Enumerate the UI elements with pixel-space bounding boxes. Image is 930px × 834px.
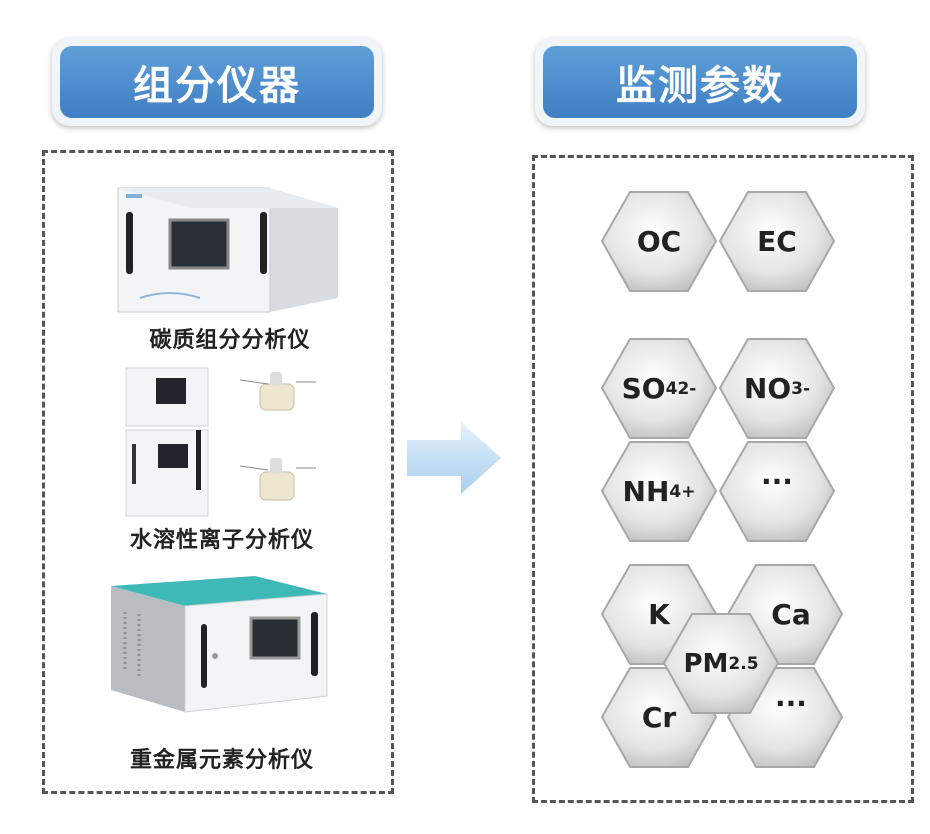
hex-ellipsis-1 [718, 441, 836, 542]
hex-ec [718, 191, 836, 292]
param-k: K [648, 598, 670, 631]
metal-analyzer-caption: 重金属元素分析仪 [129, 748, 314, 773]
left-header: 组分仪器 [52, 38, 382, 126]
carbon-analyzer-caption: 碳质组分分析仪 [149, 328, 311, 353]
hex-oc [600, 191, 718, 292]
right-arrow-icon [407, 422, 501, 494]
carbon-analyzer-image [117, 187, 338, 313]
instruments-panel [42, 150, 394, 794]
hex-no3 [718, 338, 836, 439]
right-header: 监测参数 [535, 38, 865, 126]
param-ca: Ca [771, 598, 811, 631]
parameters-panel [532, 155, 914, 803]
metal-analyzer-image [111, 576, 328, 713]
param-ec: EC [757, 225, 797, 258]
param-oc: OC [636, 225, 682, 258]
left-header-title: 组分仪器 [60, 46, 374, 118]
ion-analyzer-caption: 水溶性离子分析仪 [129, 528, 314, 553]
param-ellipsis-1: ··· [761, 465, 793, 498]
param-ellipsis-2: ··· [775, 687, 807, 720]
hex-so4 [600, 338, 718, 439]
ion-analyzer-image [125, 367, 316, 517]
hex-pm25 [662, 613, 780, 714]
right-header-title: 监测参数 [543, 46, 857, 118]
param-cr: Cr [641, 701, 677, 734]
hex-nh4 [600, 441, 718, 542]
